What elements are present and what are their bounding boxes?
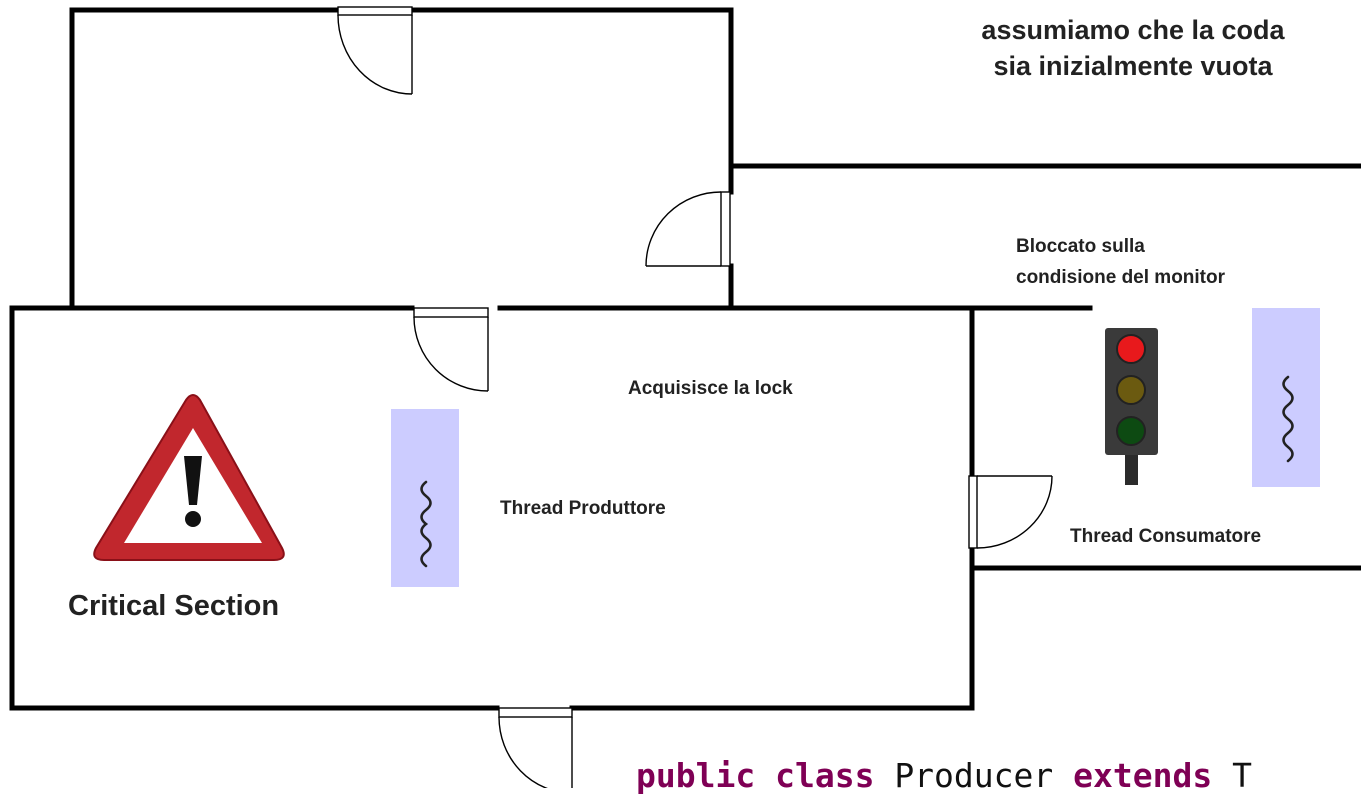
blocked-line-2: condisione del monitor [1016, 267, 1226, 288]
consumer-thread-label: Thread Consumatore [1070, 526, 1262, 547]
code-tail: T [1232, 756, 1252, 795]
code-snippet: public class Producer extends T [636, 756, 1252, 795]
note-line-2: sia inizialmente vuota [993, 51, 1273, 81]
critical-section-label: Critical Section [68, 590, 280, 622]
code-keyword-public: public [636, 756, 756, 795]
thread-squiggle-icon [1282, 375, 1294, 463]
code-keyword-extends: extends [1073, 756, 1213, 795]
acquires-lock-label: Acquisisce la lock [628, 378, 793, 399]
door-upper-top [337, 6, 413, 95]
thread-consumer-box [1252, 308, 1320, 487]
producer-thread-label: Thread Produttore [500, 498, 666, 519]
thread-producer-box [391, 409, 459, 587]
blocked-on-condition-label: Bloccato sulla condisione del monitor [1016, 231, 1225, 293]
door-main-bottom [498, 707, 573, 788]
queue-empty-note: assumiamo che la coda sia inizialmente v… [928, 12, 1338, 84]
note-line-1: assumiamo che la coda [981, 15, 1285, 45]
blocked-line-1: Bloccato sulla [1016, 236, 1145, 257]
walls [9, 7, 1361, 711]
warning-triangle-icon [93, 394, 285, 561]
code-keyword-class: class [775, 756, 875, 795]
code-class-name: Producer [894, 756, 1054, 795]
door-main-top [413, 307, 489, 392]
thread-squiggle-icon [420, 480, 432, 568]
traffic-light-icon [1105, 328, 1158, 485]
door-upper-right [645, 191, 731, 267]
door-main-right [968, 475, 1053, 549]
